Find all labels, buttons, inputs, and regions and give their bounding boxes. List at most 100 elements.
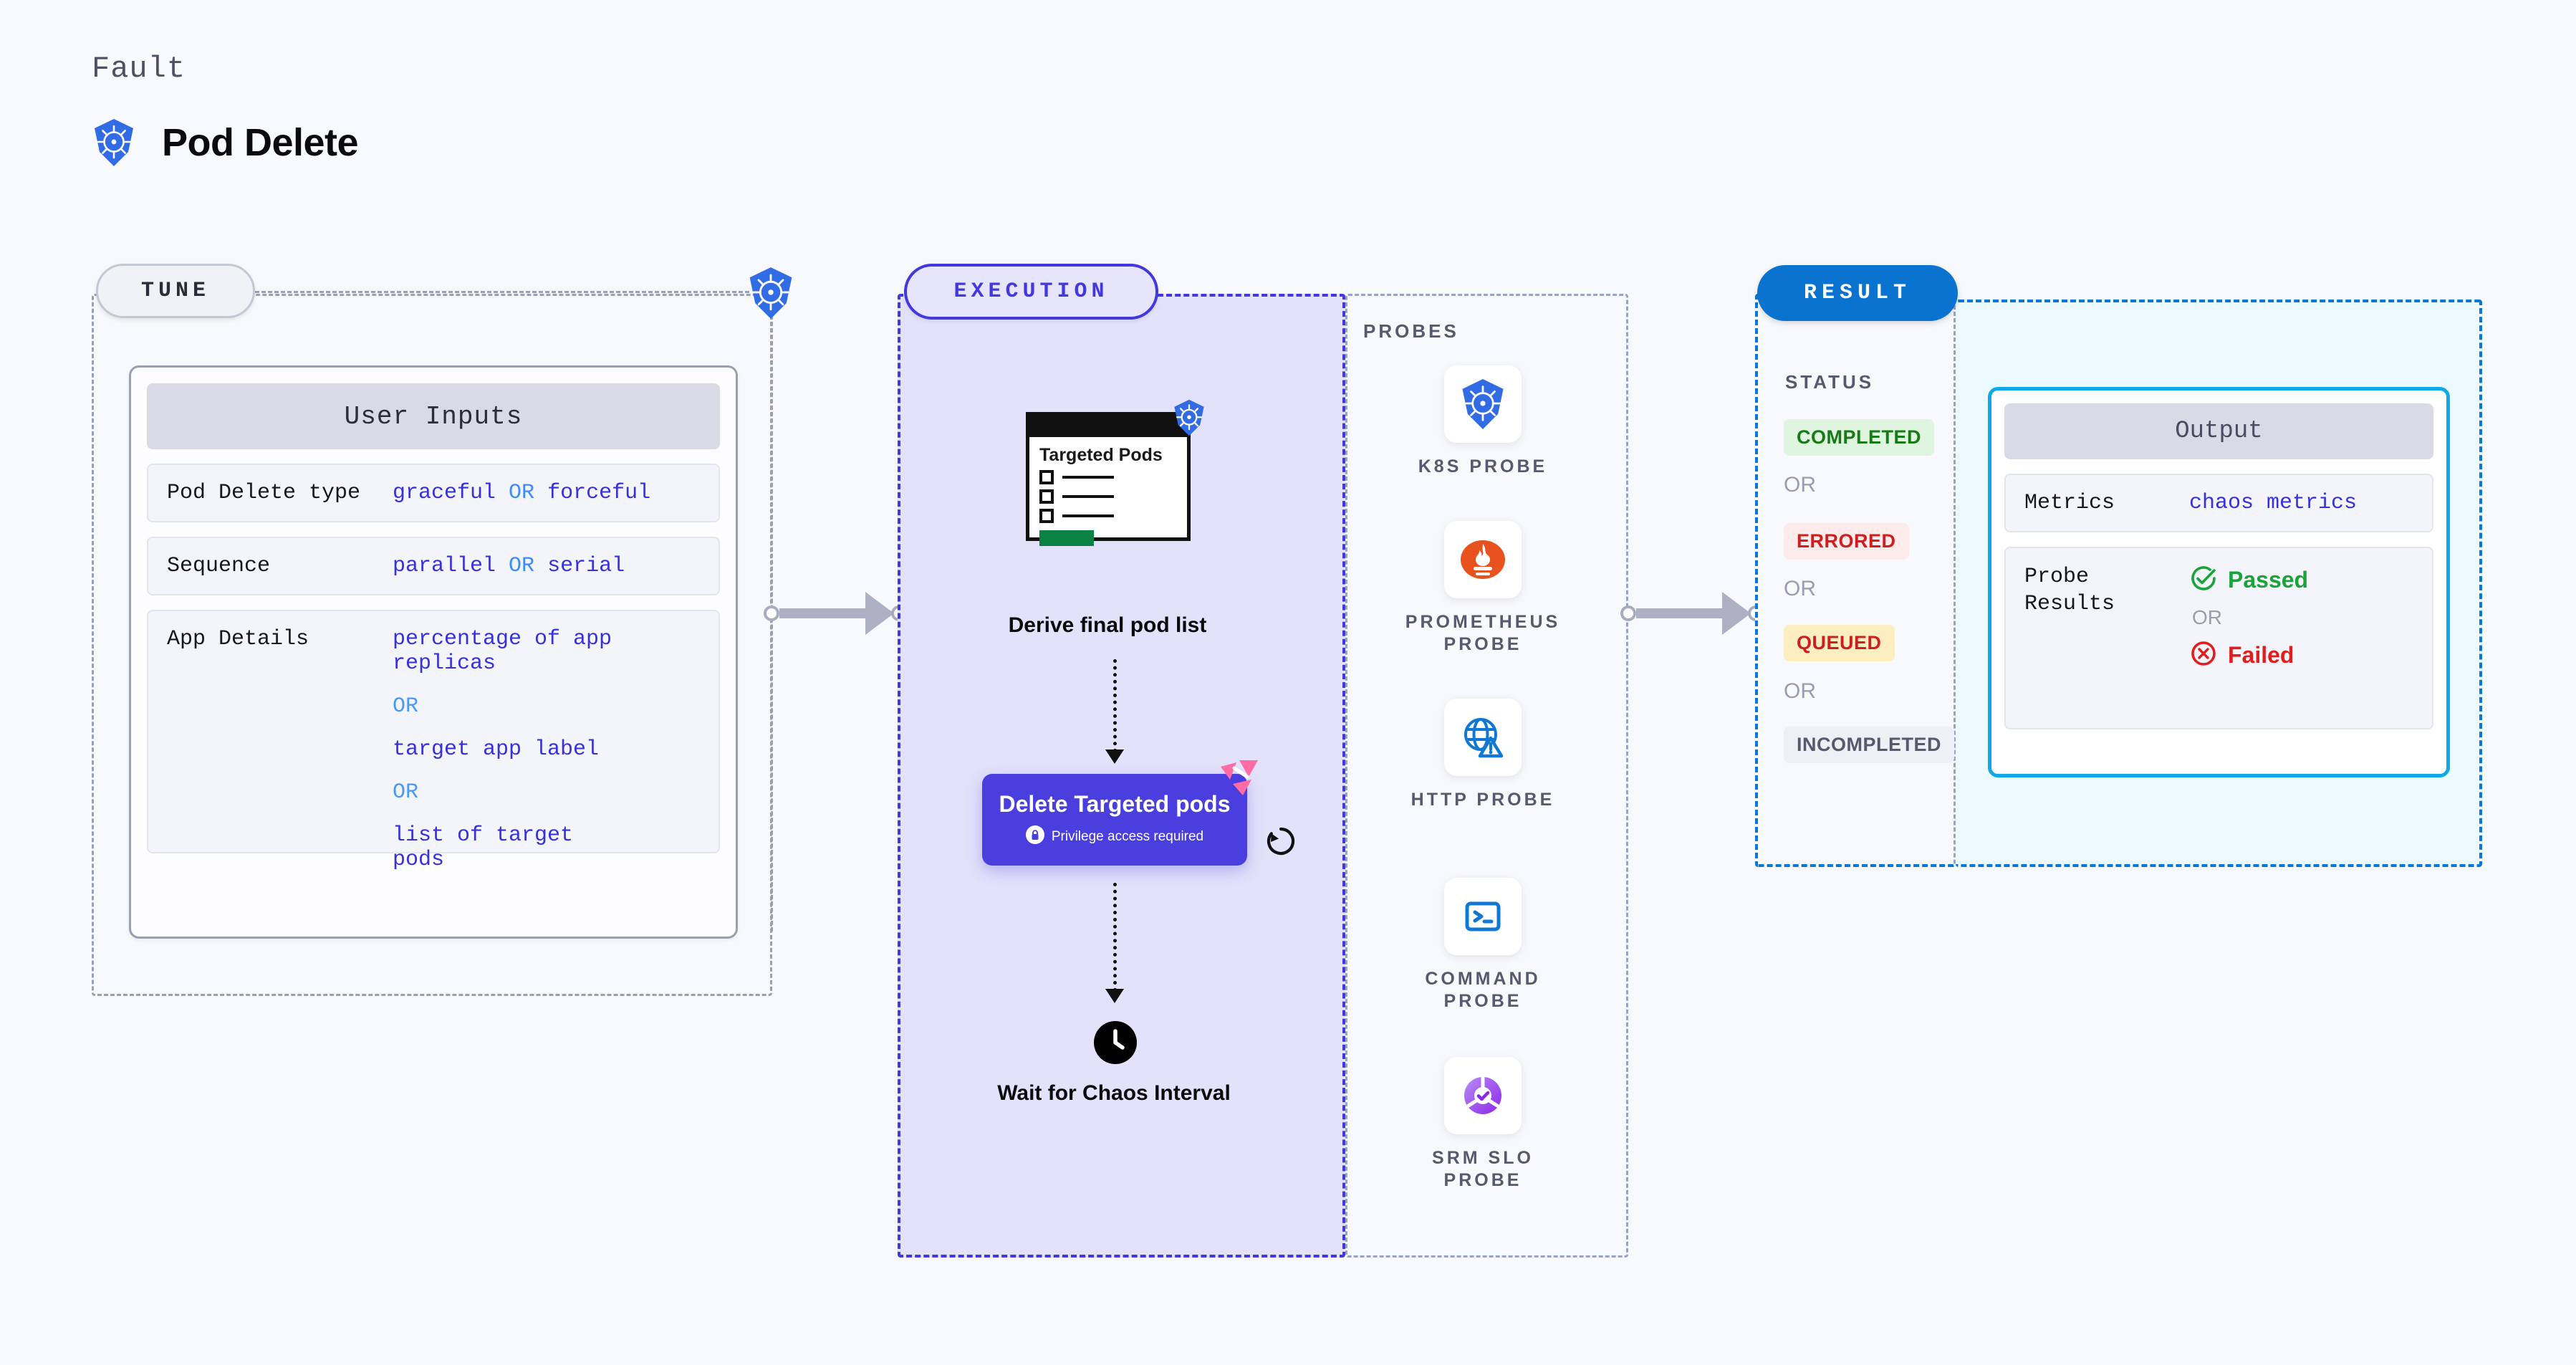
- input-row-app-details[interactable]: App Details percentage of app replicas O…: [147, 610, 720, 872]
- probe-item-srm-slo[interactable]: SRM SLO PROBE: [1393, 1057, 1572, 1192]
- probe-item-command[interactable]: COMMAND PROBE: [1393, 878, 1572, 1013]
- probe-label: PROMETHEUS PROBE: [1405, 612, 1561, 655]
- user-inputs-title: User Inputs: [147, 383, 720, 449]
- result-pill-label: RESULT: [1757, 265, 1958, 321]
- connector-tune-to-execution: [764, 592, 907, 635]
- or-separator: OR: [393, 780, 419, 805]
- value-option: serial: [547, 554, 625, 578]
- probe-item-http[interactable]: HTTP PROBE: [1393, 699, 1572, 811]
- placeholder-line: [1062, 495, 1114, 498]
- user-inputs-card: User Inputs Pod Delete type graceful OR …: [129, 365, 738, 939]
- row-key: Metrics: [2024, 491, 2115, 515]
- output-row-metrics[interactable]: Metrics chaos metrics: [2004, 474, 2433, 532]
- connector-line: [1636, 608, 1722, 618]
- value-option: graceful: [393, 481, 496, 505]
- prometheus-icon: [1444, 521, 1522, 598]
- status-or: OR: [1784, 577, 1816, 600]
- probe-label: COMMAND PROBE: [1425, 969, 1541, 1012]
- x-circle-icon: [2189, 639, 2218, 671]
- connector-arrowhead: [1722, 592, 1751, 635]
- or-separator: OR: [509, 481, 535, 505]
- status-or: OR: [1784, 679, 1816, 703]
- list-item: [1039, 470, 1177, 484]
- harness-logo-icon: [1219, 758, 1260, 802]
- status-title: STATUS: [1785, 371, 1875, 393]
- connector-arrowhead: [865, 592, 894, 635]
- placeholder-line: [1062, 514, 1114, 517]
- row-value: parallel OR serial: [393, 554, 625, 578]
- input-row-pod-delete-type[interactable]: Pod Delete type graceful OR forceful: [147, 464, 720, 522]
- progress-bar: [1039, 530, 1094, 546]
- tune-right-dashed-line: [771, 315, 773, 931]
- result-status-panel: [1755, 294, 1956, 867]
- tune-pill-label: TUNE: [96, 264, 255, 318]
- or-separator: OR: [509, 554, 535, 578]
- row-value: percentage of app replicas OR target app…: [393, 627, 636, 872]
- connector-execution-to-result: [1620, 592, 1764, 635]
- probe-item-k8s[interactable]: K8S PROBE: [1393, 365, 1572, 478]
- privilege-note-text: Privilege access required: [1051, 828, 1204, 844]
- value-option: parallel: [393, 554, 496, 578]
- flow-arrow-line: [1113, 659, 1117, 752]
- delete-targeted-pods-node[interactable]: Delete Targeted pods Privilege access re…: [982, 760, 1258, 866]
- targeted-pods-heading: Targeted Pods: [1039, 445, 1163, 465]
- checkbox-icon: [1039, 470, 1054, 484]
- terminal-icon: [1444, 878, 1522, 955]
- status-badge-queued: QUEUED: [1784, 625, 1895, 661]
- probe-label: K8S PROBE: [1418, 456, 1548, 476]
- node-title: Delete Targeted pods: [999, 790, 1231, 817]
- row-key: App Details: [167, 627, 309, 651]
- page-title: Pod Delete: [162, 121, 359, 164]
- connector-dot: [764, 605, 779, 621]
- value-option: forceful: [547, 481, 651, 505]
- or-separator: OR: [393, 694, 419, 719]
- clock-icon: [1094, 1021, 1137, 1068]
- value-option: list of target pods: [393, 823, 574, 872]
- probe-result-or: OR: [2192, 606, 2222, 628]
- kubernetes-icon: [1444, 365, 1522, 443]
- row-value: graceful OR forceful: [393, 481, 650, 505]
- list-item: [1039, 489, 1177, 504]
- row-value: chaos metrics: [2189, 491, 2358, 515]
- probe-item-prometheus[interactable]: PROMETHEUS PROBE: [1393, 521, 1572, 656]
- connector-dot: [1620, 605, 1636, 621]
- placeholder-line: [1062, 476, 1114, 479]
- passed-label: Passed: [2228, 567, 2309, 593]
- status-badge-completed: COMPLETED: [1784, 419, 1935, 456]
- failed-label: Failed: [2228, 642, 2294, 668]
- rotate-retry-icon[interactable]: [1262, 823, 1299, 863]
- flow-arrow-head: [1105, 749, 1124, 764]
- lock-icon: [1025, 825, 1044, 848]
- output-title: Output: [2004, 403, 2433, 459]
- input-row-sequence[interactable]: Sequence parallel OR serial: [147, 537, 720, 595]
- kubernetes-icon: [746, 267, 795, 323]
- checkbox-icon: [1039, 509, 1054, 523]
- check-circle-icon: [2189, 564, 2218, 596]
- kubernetes-icon: [1172, 399, 1206, 440]
- value-option: percentage of app replicas: [393, 627, 612, 676]
- flow-arrow-head: [1105, 989, 1124, 1003]
- value-option: target app label: [393, 737, 600, 762]
- probes-title: PROBES: [1363, 320, 1459, 342]
- node-label-derive-final-pod-list: Derive final pod list: [1008, 613, 1207, 637]
- row-key: Pod Delete type: [167, 481, 361, 505]
- list-item: [1039, 509, 1177, 523]
- probe-result-failed: Failed: [2189, 639, 2308, 671]
- probe-result-values: Passed OR Failed: [2189, 564, 2308, 671]
- privilege-note: Privilege access required: [1025, 825, 1204, 848]
- connector-line: [779, 608, 865, 618]
- checkbox-icon: [1039, 489, 1054, 504]
- status-badge-errored: ERRORED: [1784, 523, 1909, 560]
- probe-result-passed: Passed: [2189, 564, 2308, 596]
- row-key: Sequence: [167, 554, 271, 578]
- node-label-wait-for-chaos-interval: Wait for Chaos Interval: [997, 1081, 1231, 1105]
- kubernetes-icon: [92, 118, 136, 167]
- fault-title: Pod Delete: [92, 118, 359, 167]
- execution-pill-label: EXECUTION: [904, 264, 1158, 320]
- flow-arrow-line: [1113, 883, 1117, 992]
- window-titlebar: [1029, 416, 1187, 437]
- probe-label: HTTP PROBE: [1410, 790, 1555, 810]
